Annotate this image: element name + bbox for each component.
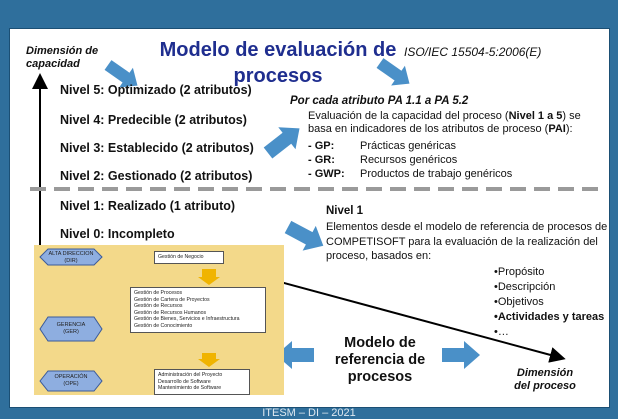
level-3: Nivel 3: Establecido (2 atributos) xyxy=(60,141,254,155)
list-item: •Objetivos xyxy=(494,296,544,308)
level-1: Nivel 1: Realizado (1 atributo) xyxy=(60,199,236,213)
org-alta-box: Gestión de Negocio xyxy=(154,251,224,264)
list-item: •Descripción xyxy=(494,281,556,293)
process-dimension-label: Dimensión del proceso xyxy=(514,367,576,392)
hex-alta xyxy=(39,248,103,266)
footer-caption: ITESM – DI – 2021 xyxy=(262,407,356,419)
blue-arrow-nivel1 xyxy=(284,220,324,251)
attribute-row: - GR:Recursos genéricos xyxy=(308,154,458,166)
hex-operacion xyxy=(39,370,103,392)
per-attribute-heading: Por cada atributo PA 1.1 a PA 5.2 xyxy=(290,95,469,107)
blue-arrow-left-reference xyxy=(276,341,314,369)
level-0: Nivel 0: Incompleto xyxy=(60,227,175,241)
list-item: •Actividades y tareas xyxy=(494,311,605,323)
evaluation-text: Evaluación de la capacidad del proceso (… xyxy=(308,110,581,135)
list-item: •… xyxy=(494,326,509,338)
attribute-list: - GP:Prácticas genéricas - GR:Recursos g… xyxy=(308,139,512,181)
org-operacion-label: OPERACIÓN(OPE) xyxy=(54,374,88,387)
org-chart: ALTA DIRECCION(DIR) Gestión de Negocio G… xyxy=(34,245,284,395)
reference-model-label: Modelo de referencia de procesos xyxy=(334,335,426,385)
standard-label: ISO/IEC 15504-5:2006(E) xyxy=(404,45,542,59)
hex-gerencia xyxy=(39,316,103,342)
attribute-row: - GWP:Productos de trabajo genéricos xyxy=(308,168,513,180)
level-5: Nivel 5: Optimizado (2 atributos) xyxy=(60,83,252,97)
blue-arrow-capacity xyxy=(104,60,138,88)
blue-arrow-evaluation xyxy=(263,127,300,159)
org-gerencia-box: Gestión de Procesos Gestión de Cartera d… xyxy=(130,287,266,333)
org-alta-label: ALTA DIRECCION(DIR) xyxy=(48,251,94,264)
org-arrow-down xyxy=(198,359,220,367)
process-elements-list: •Propósito •Descripción •Objetivos •Acti… xyxy=(494,265,604,340)
org-chart-shapes xyxy=(39,248,220,392)
org-operacion-box: Administración del Proyecto Desarrollo d… xyxy=(154,369,250,395)
blue-arrow-iso xyxy=(376,58,410,86)
capacity-dimension-label: Dimensión de capacidad xyxy=(26,45,99,70)
nivel1-heading: Nivel 1 xyxy=(326,205,364,217)
diagram-graphics xyxy=(30,58,606,369)
diagram-title: Modelo de evaluación de procesos xyxy=(159,39,397,87)
list-item: •Propósito xyxy=(494,266,545,278)
nivel1-description: Elementos desde el modelo de referencia … xyxy=(326,221,608,262)
org-arrow-down xyxy=(198,277,220,285)
org-gerencia-label: GERENCIA(GER) xyxy=(56,322,86,335)
level-2: Nivel 2: Gestionado (2 atributos) xyxy=(60,169,253,183)
slide-panel: Modelo de evaluación de procesos ISO/IEC… xyxy=(9,28,610,408)
attribute-row: - GP:Prácticas genéricas xyxy=(308,140,456,152)
blue-arrow-right-reference xyxy=(442,341,480,369)
level-4: Nivel 4: Predecible (2 atributos) xyxy=(60,113,247,127)
